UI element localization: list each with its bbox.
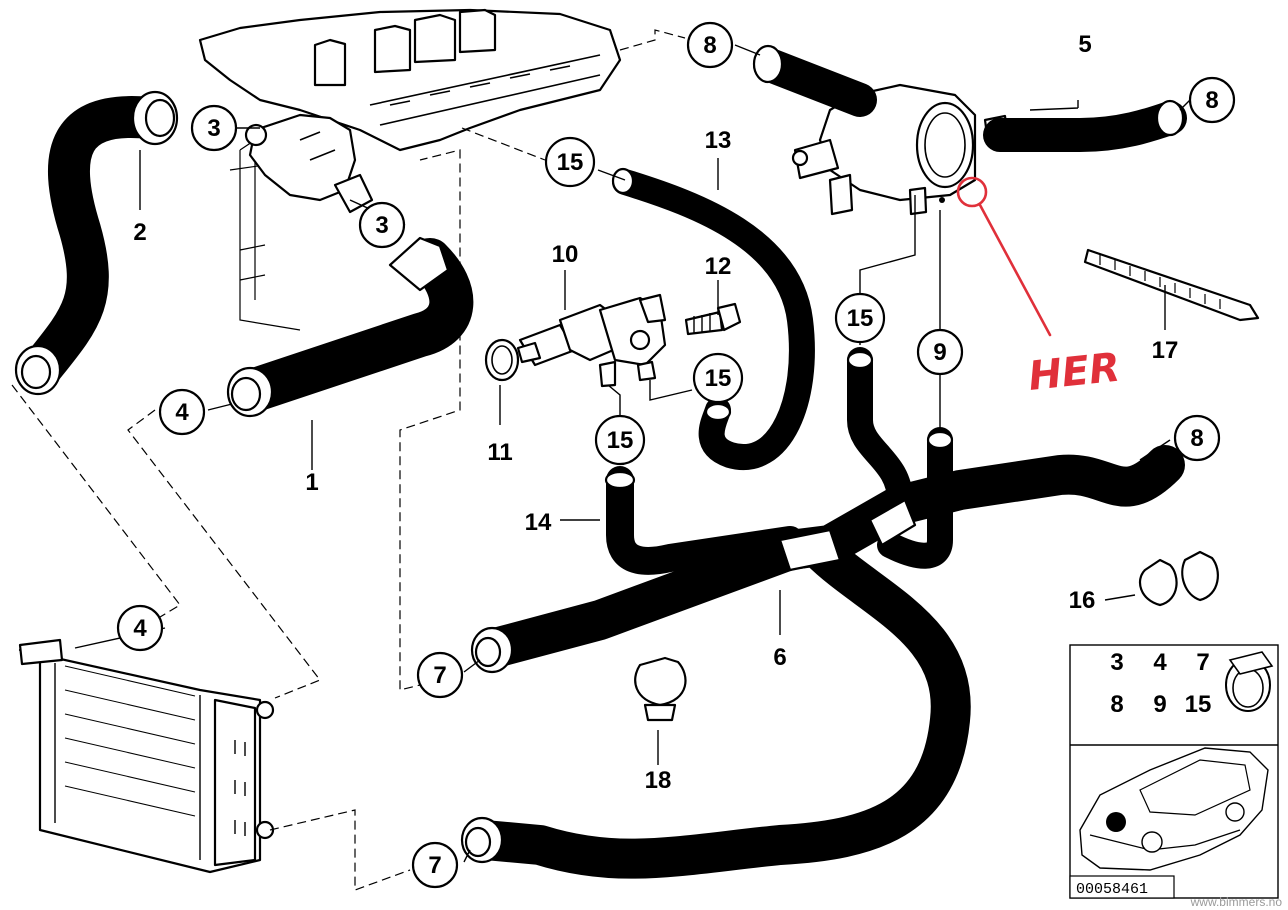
callout-15-right: 15 xyxy=(834,292,886,344)
hose-9 xyxy=(877,427,954,569)
callout-3-lower: 3 xyxy=(358,201,406,249)
callout-3-upper: 3 xyxy=(190,104,238,152)
her-annotation-text: HER xyxy=(1026,345,1122,400)
callout-7-lower: 7 xyxy=(411,841,459,889)
callout-4-upper: 4 xyxy=(158,388,206,436)
hose-6 xyxy=(460,445,1185,879)
svg-text:15: 15 xyxy=(557,149,584,176)
svg-text:7: 7 xyxy=(428,852,441,879)
hose-14 xyxy=(604,466,804,575)
thermostat-housing xyxy=(244,113,374,214)
callout-5-label: 5 xyxy=(1078,31,1091,58)
svg-text:3: 3 xyxy=(207,115,220,142)
svg-text:2: 2 xyxy=(133,219,146,246)
svg-text:1: 1 xyxy=(305,469,318,496)
cable-tie-17 xyxy=(1083,248,1260,322)
svg-text:14: 14 xyxy=(525,509,552,536)
svg-text:9: 9 xyxy=(933,339,946,366)
svg-text:10: 10 xyxy=(552,241,579,268)
inset-row1-b: 4 xyxy=(1153,649,1167,676)
svg-text:15: 15 xyxy=(705,365,732,392)
sensor-10 xyxy=(516,293,667,388)
her-annotation: HER xyxy=(956,176,1122,400)
svg-text:18: 18 xyxy=(645,767,672,794)
callout-14-label: 14 xyxy=(525,509,552,536)
hose-1 xyxy=(226,236,474,418)
engine-location-dot xyxy=(1106,812,1126,832)
watermark: www.bimmers.no xyxy=(1190,895,1283,909)
clip-16 xyxy=(1138,550,1219,607)
hose-13 xyxy=(611,167,815,470)
callout-10-label: 10 xyxy=(552,241,579,268)
radiator xyxy=(18,638,275,874)
callout-4-lower: 4 xyxy=(116,604,164,652)
dashed-lines xyxy=(11,29,686,891)
hose-15-right xyxy=(846,347,913,513)
callout-9: 9 xyxy=(916,328,964,376)
callout-15-left: 15 xyxy=(594,414,646,466)
callout-16-label: 16 xyxy=(1069,587,1096,614)
callout-8-top-center: 8 xyxy=(686,21,734,69)
svg-text:7: 7 xyxy=(433,662,446,689)
hose-2 xyxy=(14,90,179,396)
svg-text:16: 16 xyxy=(1069,587,1096,614)
engine-block xyxy=(198,8,622,331)
svg-text:11: 11 xyxy=(487,439,512,466)
callout-12-label: 12 xyxy=(705,253,732,280)
svg-text:3: 3 xyxy=(375,212,388,239)
callout-15-top: 15 xyxy=(544,136,596,188)
inset-row2-b: 9 xyxy=(1153,691,1166,718)
inset-row2-a: 8 xyxy=(1110,691,1123,718)
callout-11-label: 11 xyxy=(487,439,512,466)
svg-text:4: 4 xyxy=(175,399,189,426)
callout-17-label: 17 xyxy=(1152,337,1179,364)
callout-1-label: 1 xyxy=(305,469,318,496)
callout-8-lower-right: 8 xyxy=(1173,414,1221,462)
callout-18-label: 18 xyxy=(645,767,672,794)
hose-clamp-icon xyxy=(1225,651,1274,712)
svg-text:8: 8 xyxy=(1190,425,1203,452)
hose-8-upper xyxy=(752,44,877,117)
callout-15-middle: 15 xyxy=(692,352,744,404)
hose-5 xyxy=(983,99,1187,152)
svg-text:17: 17 xyxy=(1152,337,1179,364)
diagram-code: 00058461 xyxy=(1076,881,1148,898)
inset-row1-c: 7 xyxy=(1196,649,1209,676)
svg-text:5: 5 xyxy=(1078,31,1091,58)
svg-text:4: 4 xyxy=(133,615,147,642)
inset-row1-a: 3 xyxy=(1110,649,1123,676)
svg-text:15: 15 xyxy=(847,305,874,332)
callout-2-label: 2 xyxy=(133,219,146,246)
svg-text:13: 13 xyxy=(705,127,732,154)
bolt-12 xyxy=(684,302,742,336)
callout-6-label: 6 xyxy=(773,644,786,671)
svg-text:8: 8 xyxy=(1205,87,1218,114)
svg-text:12: 12 xyxy=(705,253,732,280)
svg-text:15: 15 xyxy=(607,427,634,454)
callout-13-label: 13 xyxy=(705,127,732,154)
inset-row2-c: 15 xyxy=(1185,691,1212,718)
inset-box: 3 4 7 8 9 15 00058461 xyxy=(1069,644,1279,899)
callout-8-top-right: 8 xyxy=(1188,76,1236,124)
svg-text:6: 6 xyxy=(773,644,786,671)
car-location-icon xyxy=(1079,747,1269,871)
svg-text:8: 8 xyxy=(703,32,716,59)
callout-7-upper: 7 xyxy=(416,651,464,699)
o-ring-11 xyxy=(484,338,520,382)
clip-18 xyxy=(634,656,687,722)
